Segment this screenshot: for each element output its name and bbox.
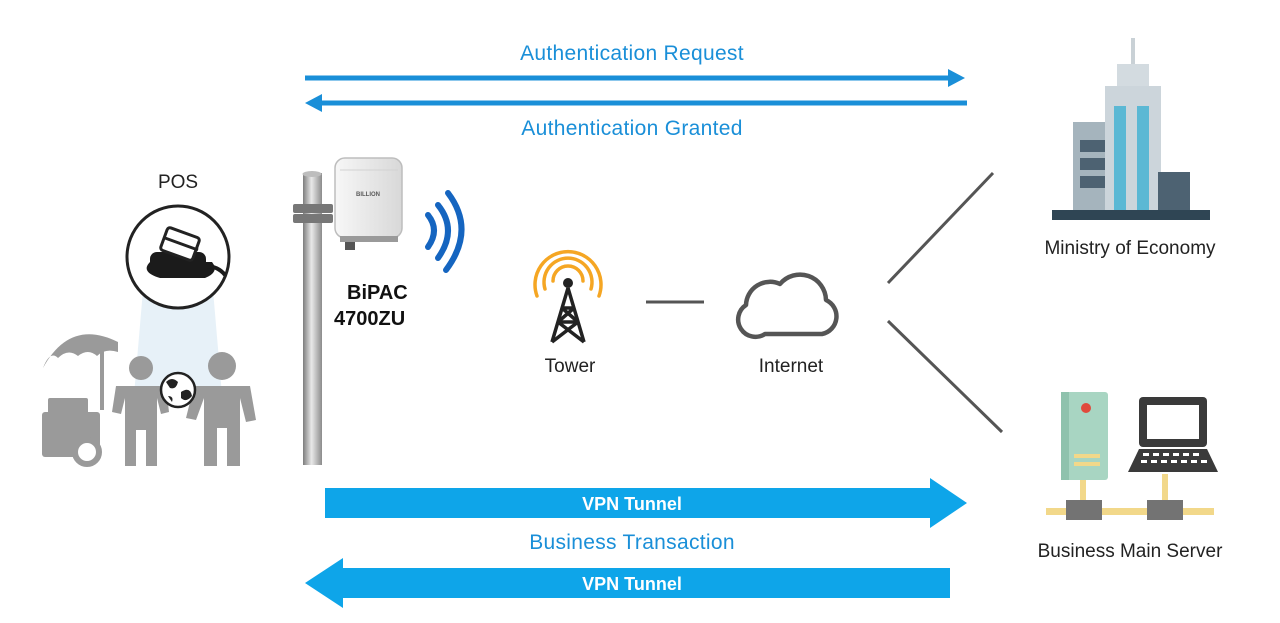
globe-icon xyxy=(159,371,197,409)
device-label-line1: BiPAC xyxy=(347,282,408,304)
ministry-building-icon xyxy=(1052,38,1210,220)
vendor-person-icon xyxy=(112,356,169,466)
vendor-cart-icon xyxy=(42,334,118,467)
ministry-link xyxy=(886,171,995,285)
auth-granted-label: Authentication Granted xyxy=(521,117,743,140)
ministry-label: Ministry of Economy xyxy=(1044,238,1216,259)
server-label: Business Main Server xyxy=(1037,541,1223,562)
tower-icon xyxy=(533,250,603,344)
auth-request-arrow xyxy=(305,69,965,87)
vpn-tunnel-top-label: VPN Tunnel xyxy=(582,494,682,514)
antenna-pole xyxy=(302,171,322,465)
vpn-tunnel-bottom-arrow xyxy=(305,558,950,608)
vpn-tunnel-top-arrow xyxy=(325,478,967,528)
customer-person-icon xyxy=(186,352,256,466)
device-label-line2: 4700ZU xyxy=(334,308,406,330)
business-transaction-label: Business Transaction xyxy=(529,531,735,554)
server-computer-icon xyxy=(1046,392,1218,520)
pos-label: POS xyxy=(157,172,199,193)
cloud-icon xyxy=(735,272,839,340)
pos-icon xyxy=(125,204,231,395)
vpn-tunnel-bottom-label: VPN Tunnel xyxy=(582,574,682,594)
bipac-device-icon xyxy=(293,157,403,250)
auth-granted-arrow xyxy=(305,94,967,112)
server-link xyxy=(886,319,1004,434)
auth-request-label: Authentication Request xyxy=(520,42,744,65)
internet-label: Internet xyxy=(758,356,824,377)
wireless-signal-icon xyxy=(425,190,465,273)
tower-label: Tower xyxy=(544,356,596,377)
device-brand-label: BILLION xyxy=(356,192,380,198)
